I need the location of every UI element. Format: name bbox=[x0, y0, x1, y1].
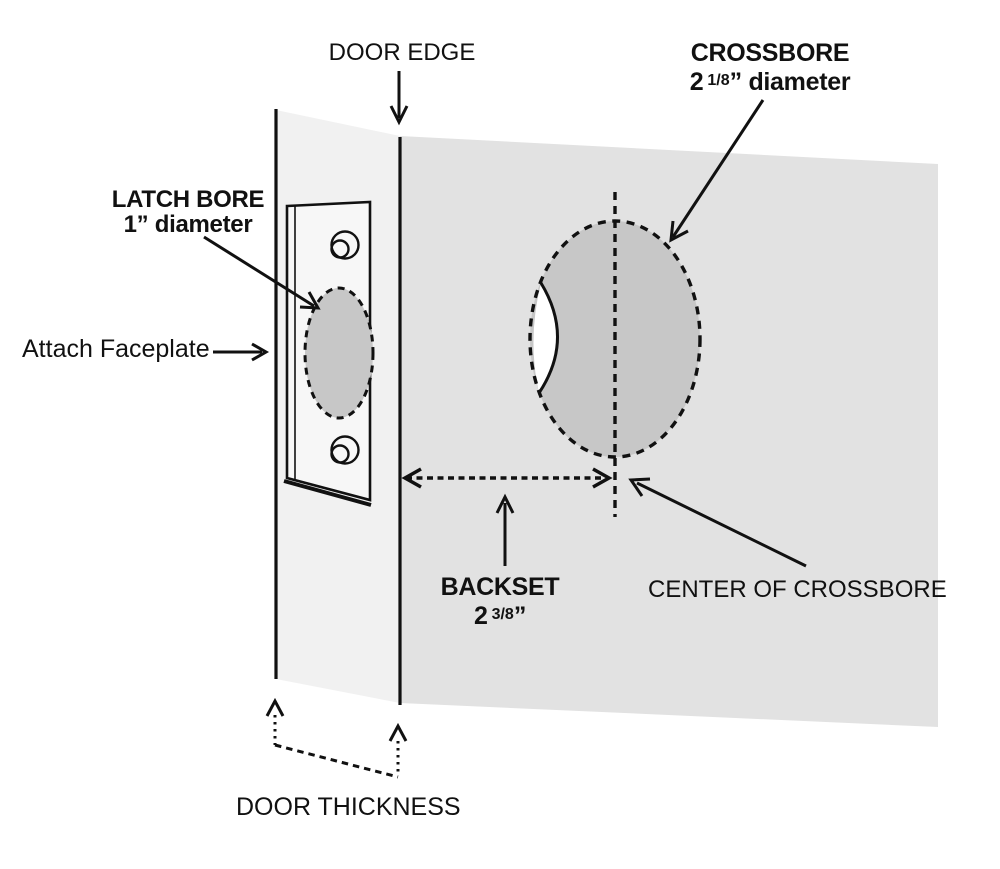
door-front-surface bbox=[400, 136, 938, 727]
door-thickness-connector bbox=[274, 743, 399, 779]
latch-bore-intersection-arc bbox=[537, 282, 559, 394]
center-of-crossbore-label: CENTER OF CROSSBORE bbox=[648, 576, 947, 603]
center-of-crossbore-arrow bbox=[628, 477, 807, 568]
screw-hole-top-inner bbox=[330, 239, 350, 259]
faceplate bbox=[283, 200, 375, 507]
door-thickness-label: DOOR THICKNESS bbox=[236, 793, 461, 821]
latch-bore-label: LATCH BORE 1” diameter bbox=[112, 187, 265, 237]
backset-span-arrow bbox=[401, 467, 613, 489]
attach-faceplate-arrow bbox=[213, 342, 270, 362]
door-edge-label: DOOR EDGE bbox=[328, 39, 476, 66]
crossbore-arrow bbox=[669, 99, 765, 243]
door-thickness-left-arrow bbox=[265, 697, 285, 745]
crossbore-title: CROSSBORE bbox=[690, 39, 850, 67]
door-edge-arrow bbox=[389, 71, 409, 126]
backset-pointer-arrow bbox=[495, 493, 515, 566]
annotation-arrows bbox=[203, 71, 807, 779]
backset-title: BACKSET bbox=[440, 573, 560, 601]
attach-faceplate-label: Attach Faceplate bbox=[22, 335, 210, 363]
faceplate-bottom-edge bbox=[283, 479, 372, 507]
door-thickness-right-arrow bbox=[388, 722, 408, 776]
latch-bore-size: 1” diameter bbox=[123, 211, 253, 238]
latch-bore-circle bbox=[303, 286, 375, 420]
screw-hole-bottom-inner bbox=[330, 444, 350, 464]
latch-bore-title: LATCH BORE bbox=[111, 186, 265, 213]
latch-bore-arrow bbox=[203, 235, 321, 310]
crossbore bbox=[528, 192, 702, 517]
